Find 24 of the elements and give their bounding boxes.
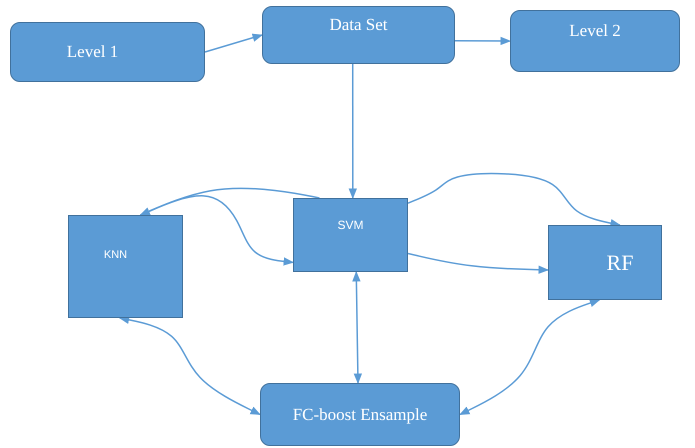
arrow — [459, 299, 600, 416]
arrow — [118, 316, 261, 416]
arrow — [352, 270, 362, 384]
node-label: KNN — [104, 248, 128, 260]
rounded-box — [260, 383, 460, 446]
process-box — [293, 198, 408, 272]
node-label: RF — [606, 250, 634, 276]
node-label: FC-boost Ensample — [292, 404, 428, 424]
arrow — [348, 64, 357, 200]
arrow — [408, 172, 621, 228]
node-label: Level 1 — [66, 42, 118, 62]
arrow — [139, 188, 320, 216]
rounded-box — [510, 10, 680, 72]
process-box — [68, 215, 183, 318]
node-label: Level 2 — [569, 21, 621, 41]
node-label: SVM — [337, 218, 364, 232]
node-label: Data Set — [329, 15, 388, 35]
arrow — [455, 36, 512, 46]
arrow — [140, 195, 294, 266]
rounded-box — [10, 22, 205, 82]
arrow — [408, 252, 550, 274]
rounded-box — [262, 6, 455, 64]
process-box — [548, 225, 662, 300]
arrow — [204, 34, 263, 53]
